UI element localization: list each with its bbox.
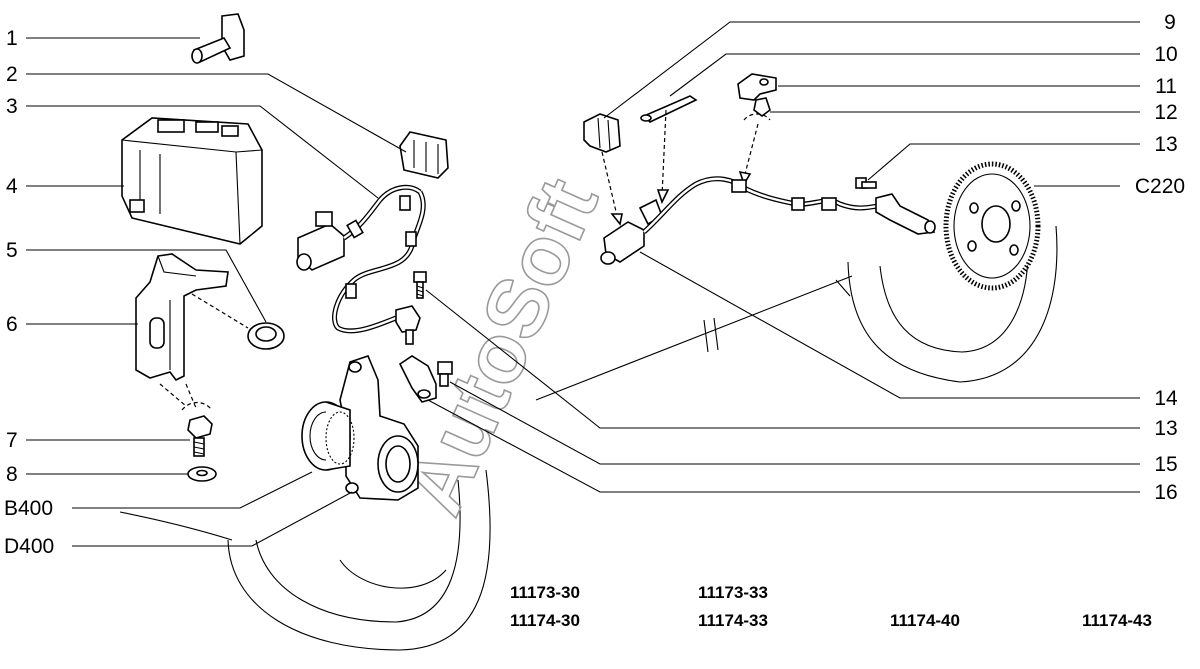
callout-15: 15	[1154, 453, 1177, 476]
c220-tone-ring	[943, 161, 1041, 291]
front-wheel-outline	[119, 469, 491, 651]
model-code-11173-30: 11173-30	[510, 583, 580, 602]
callout-9: 9	[1164, 11, 1176, 34]
model-codes: 11173-30 11173-33 11174-30 11174-33 1117…	[510, 583, 1152, 630]
callout-10: 10	[1154, 43, 1177, 66]
callout-12: 12	[1154, 101, 1177, 124]
callout-8: 8	[6, 463, 18, 486]
part-12-nut	[738, 97, 771, 186]
part-10-cable-tie	[640, 95, 698, 205]
part-16-sensor-bracket	[398, 355, 437, 403]
part-7-bolt	[181, 401, 213, 457]
part-8-washer	[187, 466, 217, 482]
callout-7: 7	[6, 429, 18, 452]
callout-5: 5	[6, 239, 18, 262]
model-code-11174-40: 11174-40	[890, 611, 960, 630]
model-code-11174-33: 11174-33	[698, 611, 768, 630]
callout-3: 3	[6, 95, 18, 118]
part-5-grommet	[191, 293, 285, 350]
part-13-upper-bolt	[855, 177, 877, 189]
part-3-front-sensor-harness	[296, 184, 426, 345]
part-2-clip	[399, 131, 449, 179]
part-14-rear-sensor-harness	[600, 176, 936, 265]
callout-13-lower: 13	[1154, 417, 1177, 440]
part-9-clip	[583, 113, 623, 226]
leader-lines	[26, 21, 1140, 547]
callout-14: 14	[1154, 387, 1178, 410]
rear-wheel-outline	[835, 225, 1058, 383]
part-1-connector-pin	[191, 13, 245, 64]
callout-b400: B400	[4, 497, 53, 520]
hub-bearing	[301, 401, 355, 471]
model-code-11174-43: 11174-43	[1082, 611, 1152, 630]
callout-11: 11	[1155, 75, 1177, 98]
callout-16: 16	[1154, 481, 1177, 504]
part-6-bracket	[135, 253, 229, 409]
part-11-bracket	[737, 73, 777, 101]
part-4-abs-module	[121, 117, 263, 245]
model-code-11173-33: 11173-33	[698, 583, 768, 602]
callout-d400: D400	[4, 535, 54, 558]
callout-c220: C220	[1135, 175, 1185, 198]
callout-labels: 1 2 3 4 5 6 7 8 B400 D400 9 10 11 12 13 …	[4, 11, 1185, 558]
part-13-lower-bolt	[413, 271, 427, 299]
model-code-11174-30: 11174-30	[510, 611, 580, 630]
callout-2: 2	[6, 63, 18, 86]
part-15-bolt	[437, 361, 453, 387]
steering-knuckle	[339, 355, 419, 501]
callout-1: 1	[6, 27, 18, 50]
callout-13-upper: 13	[1154, 133, 1177, 156]
callout-6: 6	[6, 313, 18, 336]
callout-4: 4	[6, 175, 18, 198]
